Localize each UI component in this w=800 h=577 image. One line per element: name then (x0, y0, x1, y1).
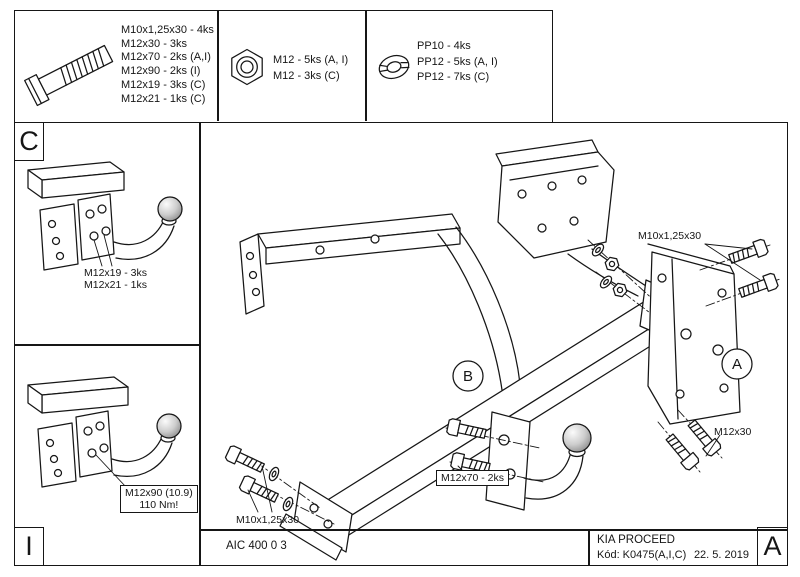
doc-date: 22. 5. 2019 (693, 549, 749, 561)
right-side-member (495, 139, 653, 297)
section-label-a: A (757, 527, 787, 565)
mount-plate-a (647, 243, 741, 425)
detail-i-assembly (27, 376, 182, 488)
tow-ball (157, 196, 183, 222)
section-label-c: C (15, 123, 44, 161)
main-exploded-drawing: B A (223, 139, 781, 561)
section-letter: C (19, 126, 39, 156)
bolt-spec-line: M12x19 - 3ks (C) (121, 78, 206, 91)
detail-c-drawing (27, 161, 183, 271)
annotation-c: M12x19 - 3ks M12x21 - 1ks (84, 267, 147, 291)
tow-ball (156, 413, 182, 439)
legend-divider (217, 11, 219, 121)
label-m12x30: M12x30 (714, 426, 752, 438)
washer-spec-line: PP12 - 7ks (C) (417, 71, 490, 83)
bolt-icon (24, 44, 114, 107)
annotation-c-line: M12x19 - 3ks (84, 267, 148, 279)
nut-spec-list: M12 - 5ks (A, I) M12 - 3ks (C) (273, 53, 348, 84)
bolt-spec-line: M12x30 - 3ks (121, 37, 188, 50)
bolt-spec-list: M10x1,25x30 - 4ks M12x30 - 3ks M12x70 - … (121, 24, 214, 106)
washer-spec-line: PP10 - 4ks (417, 40, 471, 52)
label-m12x70: M12x70 - 2ks (436, 470, 510, 486)
svg-text:B: B (463, 368, 473, 385)
bolt-spec-line: M12x90 - 2ks (I) (121, 65, 201, 78)
ball-mount (485, 411, 592, 511)
washer-spec-line: PP12 - 5ks (A, I) (417, 55, 498, 68)
doc-number: AIC 400 0 3 (226, 540, 287, 552)
nut-icon (231, 48, 263, 86)
callout-b: B (452, 360, 484, 392)
detail-c-assembly (27, 161, 183, 271)
bolts-m10-right (699, 237, 781, 307)
detail-i-drawing (27, 376, 182, 488)
washer-icon (378, 54, 410, 80)
section-letter: I (25, 531, 33, 561)
label-m10-left: M10x1,25x30 (236, 514, 300, 526)
bolt-spec-line: M10x1,25x30 - 4ks (121, 24, 214, 36)
annotation-i-line: 110 Nm! (139, 499, 179, 511)
left-side-member (239, 213, 521, 391)
nut-spec-line: M12 - 3ks (C) (273, 69, 340, 82)
label-m10-right: M10x1,25x30 (638, 230, 702, 242)
svg-text:A: A (732, 356, 742, 373)
bolts-m10-left (223, 444, 335, 525)
annotation-i: M12x90 (10.9) 110 Nm! (120, 485, 198, 513)
section-letter: A (763, 531, 782, 561)
footer-vdivider (588, 529, 590, 566)
tow-ball (562, 423, 592, 453)
nut-spec-line: M12 - 5ks (A, I) (273, 54, 349, 66)
washer-spec-list: PP10 - 4ks PP12 - 5ks (A, I) PP12 - 7ks … (417, 39, 498, 86)
panel-divider (14, 344, 200, 346)
title-block: KIA PROCEED Kód: K0475(A,I,C) 22. 5. 201… (597, 534, 749, 561)
bolt-spec-line: M12x21 - 1ks (C) (121, 92, 206, 105)
doc-code: Kód: K0475(A,I,C) (597, 549, 687, 561)
fastener-legend: M10x1,25x30 - 4ks M12x30 - 3ks M12x70 - … (14, 10, 553, 123)
annotation-i-line: M12x90 (10.9) (125, 487, 193, 499)
bolts-m12x30 (657, 409, 723, 473)
annotation-c-line: M12x21 - 1ks (84, 279, 148, 291)
callout-a: A (721, 348, 753, 380)
section-label-i: I (15, 527, 44, 565)
legend-divider (365, 11, 367, 121)
footer-divider (200, 529, 788, 531)
bolt-spec-line: M12x70 - 2ks (A,I) (121, 51, 211, 64)
model-name: KIA PROCEED (597, 534, 675, 546)
code-date-row: Kód: K0475(A,I,C) 22. 5. 2019 (597, 549, 749, 561)
